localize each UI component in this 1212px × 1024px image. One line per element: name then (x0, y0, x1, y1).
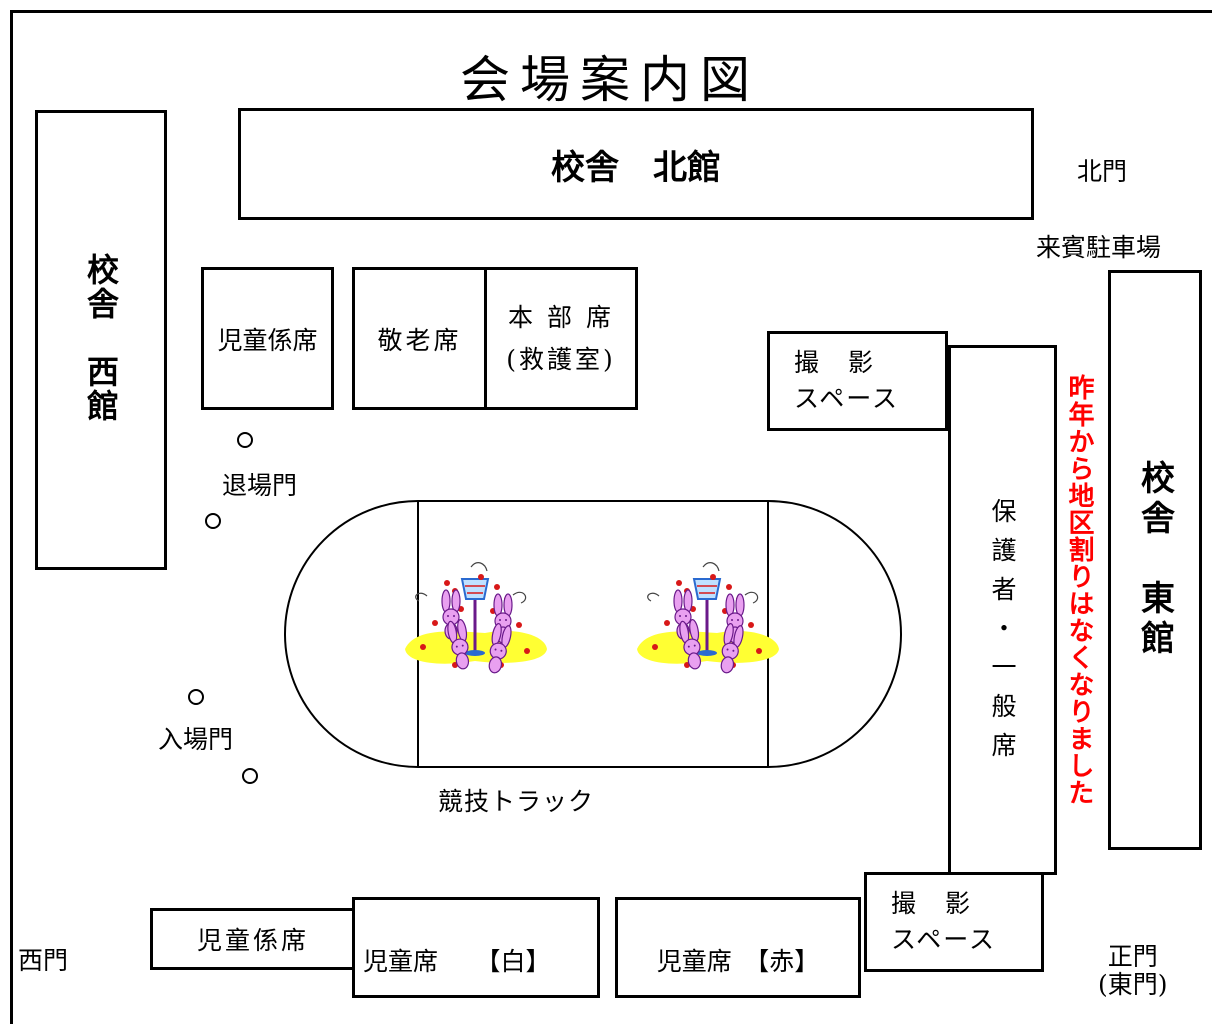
seat-elder-label: 敬老席 (377, 325, 462, 355)
seat-child-staff-bottom-label: 児童係席 (196, 926, 309, 955)
map-title: 会場案内図 (460, 51, 760, 109)
map-border-top (10, 10, 1212, 13)
track-label: 競技トラック (438, 787, 595, 816)
gate-entry-label: 入場門 (158, 725, 234, 754)
circle-icon (205, 513, 221, 529)
circle-icon (237, 432, 253, 448)
circle-icon (188, 689, 204, 705)
gate-exit-label: 退場門 (222, 471, 298, 500)
photo-space-bottom-line1: 撮 影 (891, 888, 973, 918)
seat-child-white-label: 児童席 【白】 (363, 946, 551, 976)
gate-main-line1: 正門 (1107, 942, 1158, 971)
first-aid-room-label: (救護室) (506, 344, 616, 374)
seat-child-white: 児童席 【白】 (352, 897, 600, 998)
photo-space-bottom-line2: スペース (891, 925, 997, 954)
photo-space-top-line2: スペース (794, 384, 900, 413)
seat-child-staff-bottom: 児童係席 (150, 908, 356, 970)
track-outline (284, 500, 902, 768)
gate-main-label: 正門 (東門) (1098, 943, 1168, 998)
seat-headquarters-label: 本 部 席 (508, 303, 614, 333)
building-north-label: 校舎 北館 (551, 147, 721, 188)
track (284, 500, 902, 768)
seat-elder: 敬老席 (352, 267, 487, 410)
gate-north-label: 北門 (1077, 157, 1128, 186)
parking-label: 来賓駐車場 (1036, 233, 1162, 262)
building-east: 校舎 東館 (1108, 270, 1202, 850)
photo-space-top-line1: 撮 影 (794, 347, 876, 377)
building-north: 校舎 北館 (238, 108, 1034, 220)
seat-guardian: 保護者・一般席 (948, 345, 1057, 875)
building-east-label: 校舎 東館 (1134, 460, 1175, 660)
circle-icon (242, 768, 258, 784)
seat-child-red-label: 児童席 【赤】 (656, 946, 820, 976)
seat-child-staff-top: 児童係席 (201, 267, 334, 410)
notice-text: 昨年から地区割りはなくなりました (1064, 374, 1094, 806)
seat-child-red: 児童席 【赤】 (615, 897, 861, 998)
gate-west-label: 西門 (18, 946, 69, 975)
seat-child-staff-top-label: 児童係席 (217, 325, 318, 355)
seat-headquarters: 本 部 席 (救護室) (484, 267, 638, 410)
photo-space-top: 撮 影 スペース (767, 331, 948, 431)
photo-space-bottom: 撮 影 スペース (864, 872, 1044, 972)
seat-guardian-label: 保護者・一般席 (988, 498, 1017, 771)
building-west: 校舎 西館 (35, 110, 167, 570)
gate-main-line2: (東門) (1098, 969, 1168, 999)
map-border-left (10, 10, 13, 1024)
building-west-label: 校舎 西館 (82, 253, 120, 423)
